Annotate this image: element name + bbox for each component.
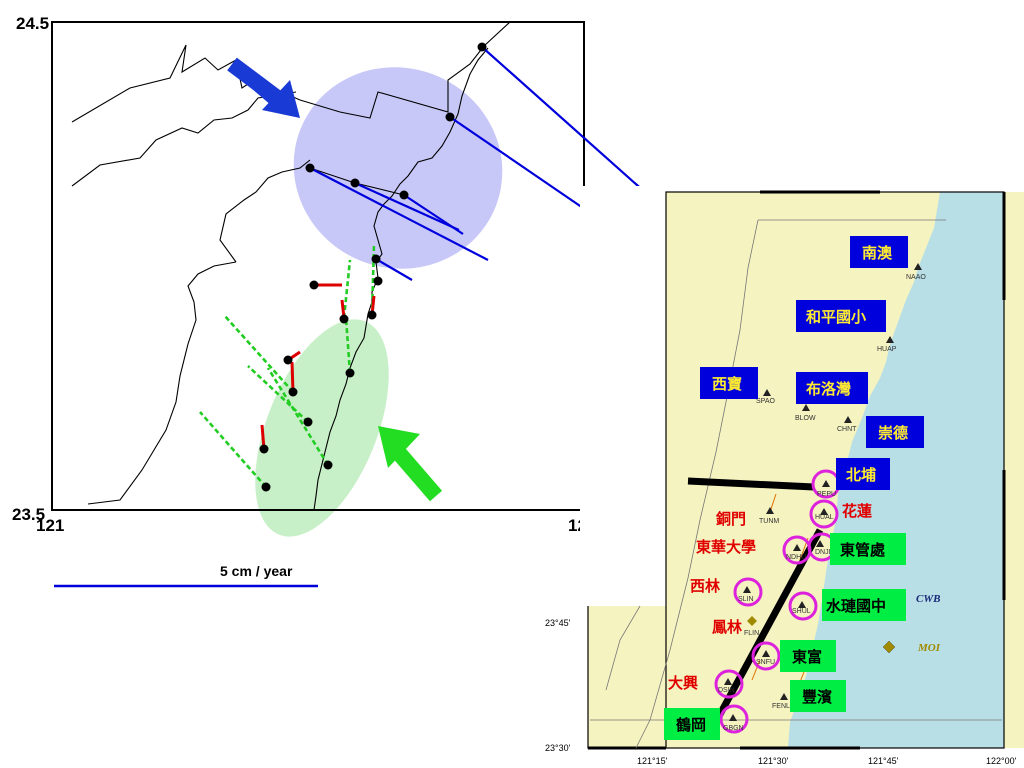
- lon-left-label: 121: [36, 516, 64, 535]
- green-region-ellipse: [255, 319, 389, 537]
- triangle-icon: [914, 263, 922, 270]
- svg-text:FENL: FENL: [772, 703, 790, 710]
- triangle-icon: [802, 404, 810, 411]
- triangle-icon: [743, 586, 751, 593]
- scale-label: 5 cm / year: [220, 563, 293, 579]
- triangle-icon: [763, 389, 771, 396]
- diamond-icon: [747, 616, 757, 626]
- label-xibao: 西寶: [712, 375, 742, 393]
- svg-text:HUAL: HUAL: [815, 514, 834, 521]
- svg-text:SHUL: SHUL: [792, 608, 811, 615]
- station-codes: NAAO HUAP SPAO BLOW CHNT PEPU HUAL TUNM …: [718, 274, 926, 732]
- svg-text:SPAO: SPAO: [756, 398, 775, 405]
- blue-velocity-vectors: [309, 46, 666, 281]
- triangle-icon: [762, 650, 770, 657]
- svg-text:BLOW: BLOW: [795, 415, 816, 422]
- svg-text:HUAP: HUAP: [877, 346, 897, 353]
- label-fenglin: 鳳林: [712, 618, 743, 636]
- svg-text:PEPU: PEPU: [817, 491, 836, 498]
- svg-text:CHNT: CHNT: [837, 426, 857, 433]
- green-label-boxes: 東管處 水璉國中 東富 豐濱 鶴岡: [664, 533, 906, 740]
- triangle-icon: [766, 507, 774, 514]
- inset-frame-ticks: [588, 190, 1006, 750]
- label-chongde: 崇德: [878, 424, 908, 442]
- blue-arrowhead: [262, 80, 300, 118]
- label-hualien: 花蓮: [842, 502, 872, 520]
- blue-arrow-shaft: [227, 57, 285, 107]
- green-velocity-vectors: [199, 243, 376, 488]
- lat-top-label: 24.5: [16, 14, 49, 33]
- label-beipu: 北埔: [846, 466, 876, 484]
- svg-text:SNFU: SNFU: [756, 659, 775, 666]
- label-nanao: 南澳: [862, 244, 893, 262]
- station-triangles: [724, 263, 922, 721]
- inset-lines: [590, 219, 1002, 749]
- green-arrow-shaft: [391, 446, 443, 502]
- triangle-icon: [780, 693, 788, 700]
- triangle-icon: [816, 540, 824, 547]
- label-heping: 和平國小: [806, 308, 866, 326]
- blue-region-ellipse: [293, 67, 503, 269]
- triangle-icon: [798, 601, 806, 608]
- green-arrow-icon: [378, 426, 420, 468]
- triangle-icon: [820, 508, 828, 515]
- blue-label-boxes: 南澳 和平國小 西寶 布洛灣 崇德 北埔: [700, 236, 924, 490]
- svg-text:FLIN: FLIN: [744, 630, 759, 637]
- label-tongmen: 銅門: [716, 510, 746, 528]
- label-buluowan: 布洛灣: [806, 380, 851, 398]
- lat-bottom-label: 23.5: [12, 505, 45, 524]
- inset-lat-label-1: 23°45': [545, 618, 571, 628]
- label-ndhu: 東華大學: [696, 538, 756, 556]
- legend-cwb: CWB: [916, 593, 940, 605]
- label-dongfu: 東富: [792, 648, 822, 666]
- triangle-icon: [886, 336, 894, 343]
- svg-text:NDHU: NDHU: [786, 554, 806, 561]
- svg-text:GBGN: GBGN: [723, 725, 744, 732]
- triangle-icon: [822, 480, 830, 487]
- triangle-icon: [844, 416, 852, 423]
- left-map-stations: [259, 42, 487, 492]
- triangle-icon: [729, 714, 737, 721]
- svg-text:DSIN: DSIN: [718, 687, 735, 694]
- profile-line-north: [687, 477, 815, 491]
- inset-lon-label-1: 121°15': [637, 756, 668, 766]
- moi-diamond-icon: [882, 640, 896, 654]
- triangle-icon: [793, 544, 801, 551]
- label-daxing: 大興: [668, 674, 698, 692]
- svg-text:SLIN: SLIN: [738, 596, 754, 603]
- svg-text:TUNM: TUNM: [759, 518, 779, 525]
- legend-moi: MOI: [917, 642, 941, 654]
- label-fengbin: 豐濱: [802, 688, 832, 706]
- inset-lon-label-2: 121°30': [758, 756, 789, 766]
- red-labels: 花蓮 銅門 東華大學 西林 鳳林 大興: [668, 502, 872, 692]
- triangle-icon: [724, 678, 732, 685]
- inset-lat-label-2: 23°30': [545, 743, 571, 753]
- label-shuilian: 水璉國中: [826, 597, 886, 615]
- svg-text:DNJI: DNJI: [815, 549, 831, 556]
- inset-lon-label-3: 121°45': [868, 756, 899, 766]
- inset-map: NAAO HUAP SPAO BLOW CHNT PEPU HUAL TUNM …: [545, 186, 1024, 768]
- left-map: 24.5 23.5 121 122 5 cm / year: [12, 14, 666, 588]
- inset-lon-label-4: 122°00': [986, 756, 1017, 766]
- label-hegang: 鶴岡: [676, 716, 706, 734]
- svg-text:NAAO: NAAO: [906, 274, 926, 281]
- label-xilin: 西林: [690, 577, 721, 595]
- label-dongguanchu: 東管處: [840, 541, 886, 559]
